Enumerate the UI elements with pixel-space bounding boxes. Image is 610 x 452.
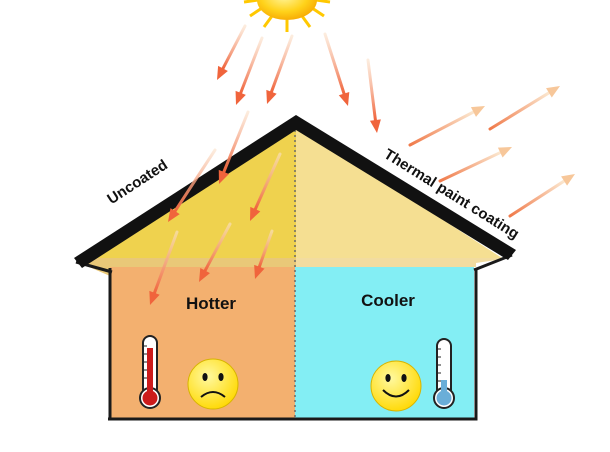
roof-right (296, 115, 516, 260)
eave-band-left (80, 258, 296, 276)
thermometer-cold-icon (433, 338, 455, 409)
incoming-ray-arrow (168, 148, 217, 222)
reflected-ray-arrow (438, 147, 512, 183)
reflected-ray-arrow (508, 174, 575, 218)
incoming-ray-arrow (323, 32, 350, 106)
sun-rays (243, 0, 331, 32)
mercury-hot (147, 348, 153, 398)
eave-band-right (296, 258, 510, 267)
happy-face-icon (370, 360, 422, 412)
incoming-ray-arrow (366, 58, 381, 133)
thermometer-hot-icon (139, 335, 161, 409)
incoming-ray-arrow (266, 34, 294, 104)
reflected-ray-arrow (408, 106, 485, 147)
incoming-ray-arrow (217, 24, 247, 80)
incoming-ray-arrow (254, 229, 274, 279)
incoming-ray-arrow (149, 230, 179, 305)
sun-disc (257, 0, 317, 20)
incoming-ray-arrow (250, 152, 282, 221)
uncoated-label: Uncoated (104, 156, 171, 207)
sun-icon (243, 0, 331, 32)
reflected-rays (408, 86, 575, 218)
incoming-ray-arrow (235, 36, 264, 105)
mercury-cold (441, 380, 447, 398)
incoming-rays (149, 24, 381, 305)
house-outline (108, 268, 478, 421)
hot-room-label: Hotter (186, 294, 236, 313)
incoming-ray-arrow (199, 222, 232, 282)
cool-room-label: Cooler (361, 291, 415, 310)
sad-face-icon (187, 358, 239, 410)
incoming-ray-arrow (218, 110, 250, 184)
reflected-ray-arrow (488, 86, 560, 131)
roof-left (74, 115, 296, 268)
